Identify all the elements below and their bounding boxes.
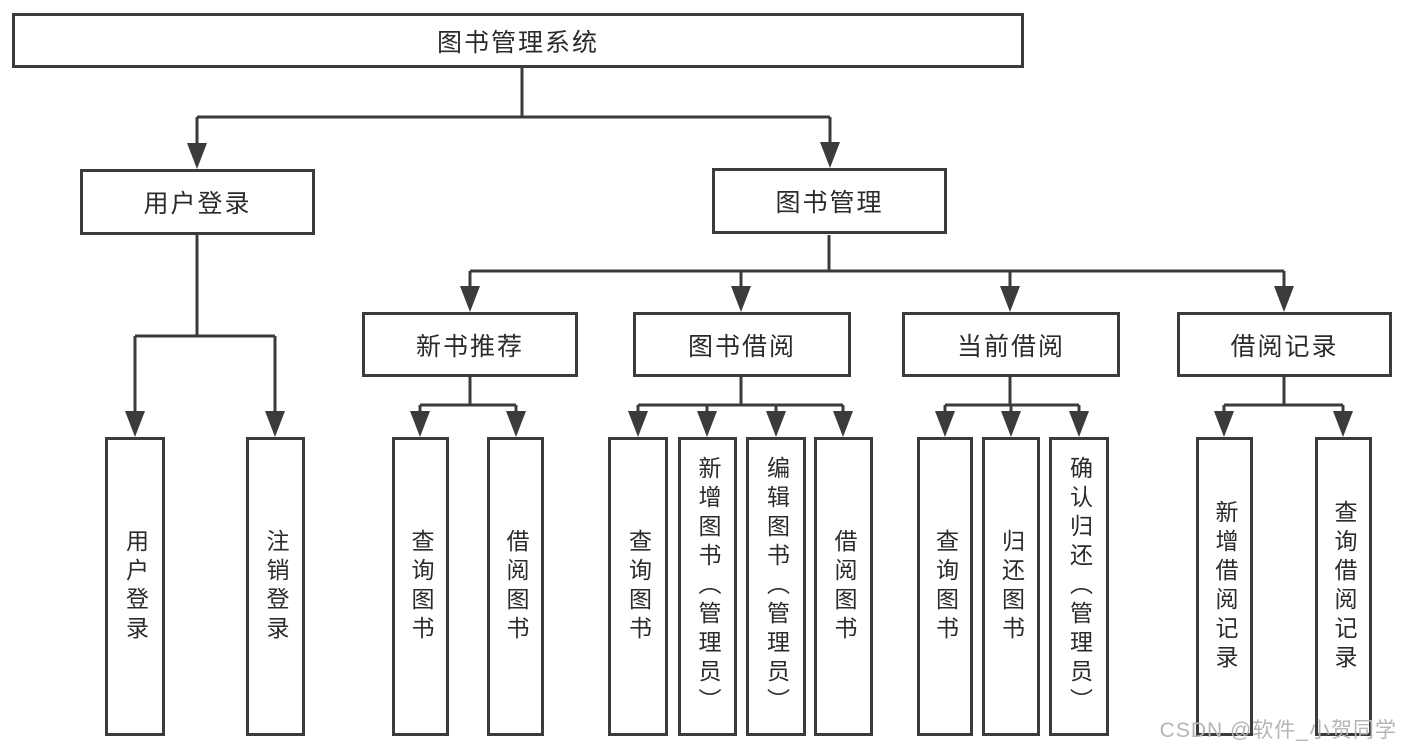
leaf-s3-query-books: 查询图书	[917, 437, 973, 736]
section-box-current-borrowing: 当前借阅	[902, 312, 1120, 377]
leaf-s4-query-borrow-record: 查询借阅记录	[1315, 437, 1372, 736]
leaf-s2-add-book-admin: 新增图书（管理员）	[678, 437, 737, 736]
section-box-new-book-recommend: 新书推荐	[362, 312, 578, 377]
leaf-s3-return-book: 归还图书	[982, 437, 1040, 736]
root-box: 图书管理系统	[12, 13, 1024, 68]
leaf-s1-borrow-book: 借阅图书	[487, 437, 544, 736]
leaf-s2-borrow-book: 借阅图书	[814, 437, 873, 736]
user-login-box: 用户登录	[80, 169, 315, 235]
section-box-borrow-records: 借阅记录	[1177, 312, 1392, 377]
arrowheads	[125, 142, 1353, 437]
leaf-s2-edit-book-admin: 编辑图书（管理员）	[746, 437, 806, 736]
watermark: CSDN @软件_小贺同学	[1159, 719, 1397, 742]
leaf-user-login: 用户登录	[105, 437, 165, 736]
section-box-book-borrowing: 图书借阅	[633, 312, 851, 377]
connector-path	[133, 68, 1345, 416]
leaf-s4-add-borrow-record: 新增借阅记录	[1196, 437, 1253, 736]
leaf-s3-confirm-return-admin: 确认归还（管理员）	[1049, 437, 1109, 736]
leaf-logout: 注销登录	[246, 437, 305, 736]
leaf-s1-query-books: 查询图书	[392, 437, 449, 736]
leaf-s2-query-books: 查询图书	[608, 437, 668, 736]
book-management-box: 图书管理	[712, 168, 947, 234]
